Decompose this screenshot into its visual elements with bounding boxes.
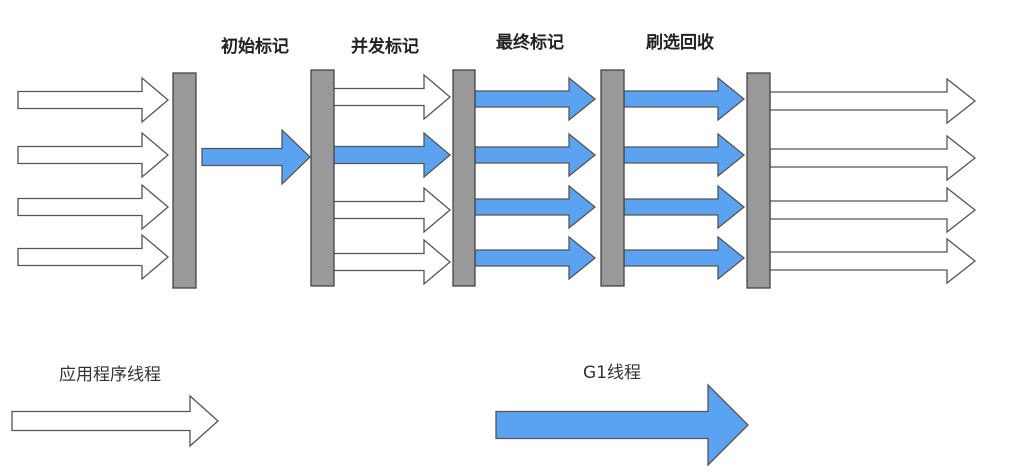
phase-label-final-mark: 最终标记 (496, 32, 564, 53)
barrier-2 (310, 69, 335, 287)
gc-thread-arrow-cleanup-4 (623, 235, 746, 281)
arrows-layer (17, 73, 977, 286)
app-thread-arrow-concurrent-1 (332, 73, 452, 121)
app-thread-arrow-left-3 (17, 183, 170, 231)
phase-label-concurrent-mark: 并发标记 (351, 36, 419, 57)
barrier-3 (452, 69, 476, 287)
legend-app-thread-arrow (11, 394, 219, 448)
app-thread-arrow-right-4 (769, 237, 977, 285)
barrier-1 (172, 72, 197, 289)
legend-gc-thread-arrow (495, 383, 749, 467)
legend-label-app-thread: 应用程序线程 (59, 365, 161, 385)
app-thread-arrow-right-2 (769, 134, 977, 182)
gc-thread-arrow-cleanup-2 (623, 132, 746, 178)
gc-thread-arrow-cleanup-3 (623, 184, 746, 230)
gc-thread-arrow-initial-mark (201, 128, 311, 186)
legend-label-gc-thread: G1线程 (583, 363, 641, 383)
app-thread-arrow-right-1 (769, 77, 977, 125)
phase-label-initial-mark: 初始标记 (221, 36, 289, 57)
app-thread-arrow-concurrent-2 (332, 186, 452, 234)
gc-thread-arrow-final-mark-1 (474, 76, 597, 122)
gc-thread-arrow-final-mark-3 (474, 184, 597, 230)
app-thread-arrow-left-1 (17, 76, 170, 124)
barrier-4 (600, 69, 625, 287)
gc-thread-arrow-final-mark-4 (474, 235, 597, 281)
app-thread-arrow-concurrent-3 (332, 238, 452, 286)
gc-thread-arrow-final-mark-2 (474, 132, 597, 178)
barriers-layer (172, 69, 771, 289)
phase-label-cleanup: 刷选回收 (646, 32, 714, 53)
app-thread-arrow-right-3 (769, 186, 977, 234)
legend-arrows (11, 383, 749, 467)
gc-thread-arrow-cleanup-1 (623, 76, 746, 122)
barrier-5 (746, 72, 771, 289)
gc-thread-arrow-concurrent-mark (332, 131, 452, 179)
app-thread-arrow-left-2 (17, 131, 170, 179)
app-thread-arrow-left-4 (17, 233, 170, 281)
